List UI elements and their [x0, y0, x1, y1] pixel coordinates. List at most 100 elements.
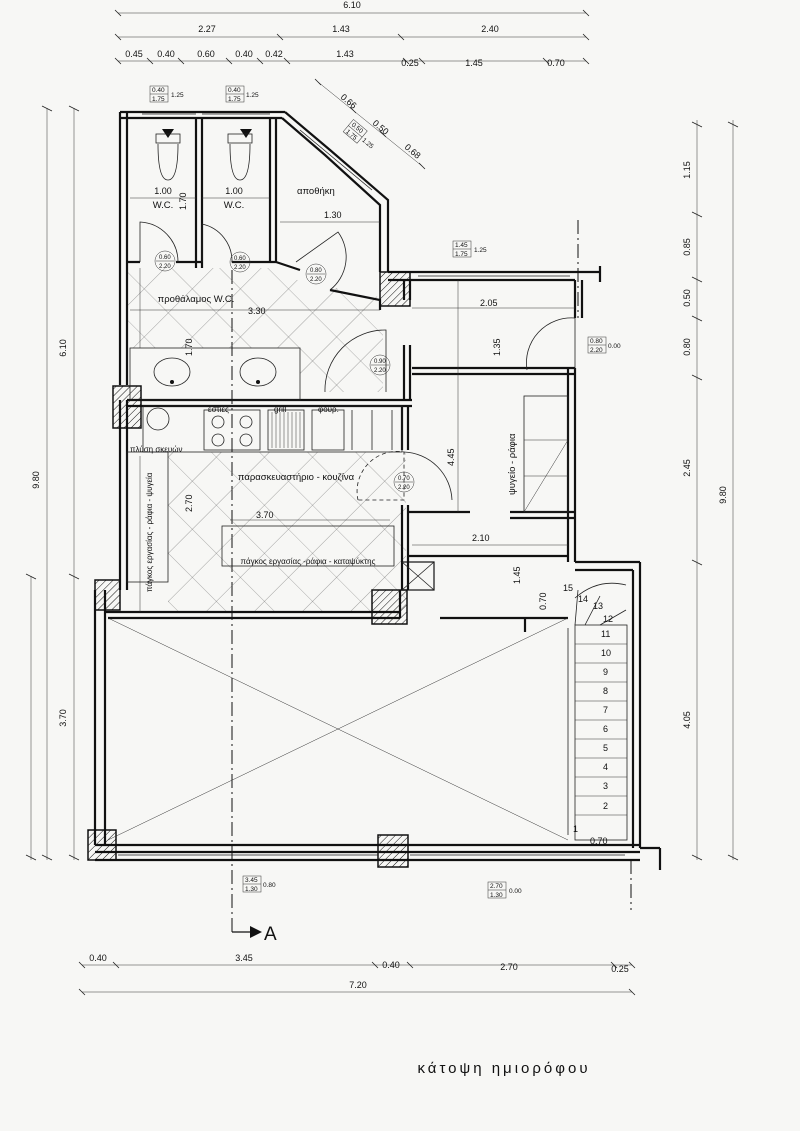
- dim-bottom-2: 3.45: [235, 953, 253, 963]
- dim-diag-2: 0.50: [371, 118, 391, 137]
- dim-top-r3-8: 1.45: [465, 58, 483, 68]
- room-wc-2: W.C.: [224, 200, 245, 211]
- dim-top-r3-5: 0.42: [265, 49, 283, 59]
- room-labels: W.C. W.C. αποθήκη προθάλαμος W.C. παρασκ…: [130, 186, 518, 592]
- svg-text:1.25: 1.25: [171, 92, 184, 99]
- bottom-dimensions: 0.40 3.45 0.40 2.70 0.25 7.20: [78, 953, 636, 996]
- inner-dimensions: 1.00 1.00 1.70 1.30 3.30 2.05 1.35 4.45 …: [130, 186, 608, 846]
- svg-text:1.75: 1.75: [152, 96, 165, 103]
- svg-text:0.60: 0.60: [159, 255, 171, 261]
- label-oven: φουρ.: [318, 405, 339, 414]
- svg-text:0.80: 0.80: [310, 268, 322, 274]
- stair-step-11: 11: [601, 629, 610, 639]
- svg-text:1.25: 1.25: [360, 137, 374, 151]
- top-dimensions: 6.10 2.27 1.43 2.40 0.45 0.40 0.60 0.40 …: [114, 0, 590, 68]
- svg-text:2.20: 2.20: [590, 347, 603, 354]
- dim-bottom-total: 7.20: [349, 980, 367, 990]
- label-counter-left: πάγκος εργασίας - ράφια - ψυγεία: [145, 472, 154, 592]
- dim-right-2: 0.85: [682, 238, 692, 256]
- svg-text:2.20: 2.20: [234, 265, 246, 271]
- door-tag-3: 0.80 2.20: [305, 263, 327, 285]
- dim-kitchen-h: 4.45: [446, 448, 456, 466]
- room-cold: ψυγείο - ράφια: [507, 433, 518, 495]
- void-cross: [107, 617, 569, 841]
- dim-top-r3-9: 0.70: [547, 58, 565, 68]
- stair-step-4: 4: [603, 762, 608, 772]
- label-grill: grill: [274, 405, 287, 414]
- stair-step-9: 9: [603, 667, 608, 677]
- dim-lower-w: 2.10: [472, 533, 490, 543]
- svg-text:0.70: 0.70: [398, 476, 410, 482]
- svg-text:0.80: 0.80: [590, 338, 603, 345]
- opening-tag-7: 2.701.300.00: [487, 881, 522, 899]
- svg-text:1.30: 1.30: [245, 886, 258, 893]
- dim-kitchen-side: 2.70: [184, 494, 194, 512]
- dim-wc1-w: 1.00: [154, 186, 172, 196]
- dim-right-5: 2.45: [682, 459, 692, 477]
- dim-stair-gap: 0.70: [538, 592, 548, 610]
- dim-wc1-h: 1.70: [178, 192, 188, 210]
- dim-diag-1: 0.66: [339, 92, 359, 111]
- dim-bottom-4: 2.70: [500, 962, 518, 972]
- stair-step-5: 5: [603, 743, 608, 753]
- door-tags: 0.602.20 0.602.20 0.802.20 0.902.20 0.70…: [154, 250, 415, 493]
- door-tag-4: 0.90 2.20: [369, 354, 391, 376]
- dim-left-3: 3.70: [58, 709, 68, 727]
- svg-text:0.80: 0.80: [263, 882, 276, 889]
- room-storage: αποθήκη: [297, 186, 335, 197]
- svg-text:3.45: 3.45: [245, 877, 258, 884]
- svg-text:1.25: 1.25: [246, 92, 259, 99]
- svg-text:0.40: 0.40: [152, 87, 165, 94]
- svg-text:2.20: 2.20: [159, 264, 171, 270]
- svg-text:0.40: 0.40: [228, 87, 241, 94]
- dim-right-7: 9.80: [718, 486, 728, 504]
- drawing-title: κάτοψη ημιορόφου: [417, 1060, 590, 1077]
- stair-step-12: 12: [603, 614, 613, 624]
- tiled-floors: [127, 268, 406, 612]
- opening-tag-2: 0.40 1.75 1.25: [225, 85, 259, 103]
- dim-lower-h: 1.45: [512, 566, 522, 584]
- dim-right-4: 0.80: [682, 338, 692, 356]
- opening-tag-5: 0.80 2.20 0.00: [587, 336, 621, 354]
- dim-right-1: 1.15: [682, 161, 692, 179]
- dim-top-c: 2.40: [481, 24, 499, 34]
- stair-step-6: 6: [603, 724, 608, 734]
- dim-bottom-5: 0.25: [611, 964, 629, 974]
- svg-text:1.25: 1.25: [474, 247, 487, 254]
- opening-tag-1: 0.40 1.75 1.25: [149, 85, 184, 103]
- stair-step-3: 3: [603, 781, 608, 791]
- svg-text:0.00: 0.00: [608, 343, 621, 350]
- stair-step-1: 1: [573, 824, 578, 834]
- room-dishwash: πλύση σκευών: [130, 445, 182, 454]
- room-kitchen: παρασκευαστήριο - κουζίνα: [238, 472, 355, 483]
- dim-bottom-1: 0.40: [89, 953, 107, 963]
- opening-tag-6: 3.45 1.30 0.80: [242, 875, 276, 893]
- columns: [87, 271, 435, 868]
- svg-text:2.70: 2.70: [490, 883, 503, 890]
- room-wc-1: W.C.: [153, 200, 174, 211]
- svg-text:1.30: 1.30: [490, 892, 503, 899]
- opening-tag-4: 1.451.751.25: [452, 240, 487, 258]
- svg-text:1.75: 1.75: [228, 96, 241, 103]
- diagonal-dimension: 0.66 0.50 0.68: [314, 78, 426, 170]
- left-dimensions: 6.10 9.80 3.70: [25, 105, 80, 861]
- dim-vestibule-h: 1.70: [184, 338, 194, 356]
- stair-step-2: 2: [603, 801, 608, 811]
- dim-diag-3: 0.68: [403, 142, 423, 161]
- svg-text:0.90: 0.90: [374, 359, 386, 365]
- doors: [139, 221, 576, 501]
- dim-cold-h: 1.35: [492, 338, 502, 356]
- stair-step-7: 7: [603, 705, 608, 715]
- right-dimensions: 1.15 0.85 0.50 0.80 2.45 4.05 9.80: [682, 120, 739, 861]
- dim-top-a: 2.27: [198, 24, 216, 34]
- svg-text:2.20: 2.20: [374, 368, 386, 374]
- stair-step-14: 14: [578, 594, 588, 604]
- stair-step-8: 8: [603, 686, 608, 696]
- svg-text:2.20: 2.20: [310, 277, 322, 283]
- dim-top-r3-4: 0.40: [235, 49, 253, 59]
- dim-counter-w: 3.70: [256, 510, 274, 520]
- dim-top-r3-3: 0.60: [197, 49, 215, 59]
- dim-cold-w: 2.05: [480, 298, 498, 308]
- windows: [118, 113, 625, 856]
